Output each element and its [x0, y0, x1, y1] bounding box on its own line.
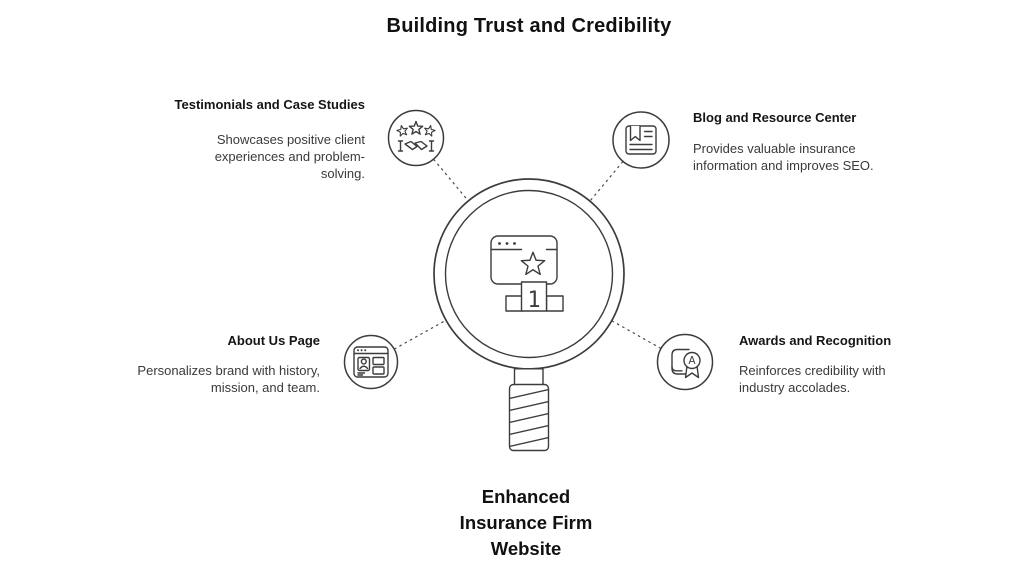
node-blog-title: Blog and Resource Center [693, 110, 857, 125]
node-awards: Awards and Recognition Reinforces credib… [739, 333, 907, 396]
connector-line-top-left [433, 158, 469, 202]
diagram-title: Building Trust and Credibility [386, 15, 672, 37]
node-testimonials: Testimonials and Case Studies Showcases … [105, 97, 365, 182]
book-award-badge-icon: A [656, 333, 714, 391]
node-about-us-description: Personalizes brand with history, mission… [137, 363, 320, 395]
node-blog: Blog and Resource Center Provides valuab… [693, 110, 883, 174]
node-about-us: About Us Page Personalizes brand with hi… [60, 333, 320, 396]
bookmark-article-icon [612, 111, 670, 169]
podium-number: 1 [527, 288, 540, 313]
node-testimonials-description: Showcases positive client experiences an… [214, 132, 365, 181]
award-badge-letter: A [688, 355, 696, 367]
stars-handshake-icon [387, 109, 445, 167]
center-label: Enhanced Insurance Firm Website [460, 484, 593, 562]
node-about-us-title: About Us Page [227, 333, 320, 348]
connector-line-bottom-left [393, 319, 447, 350]
profile-webpage-icon [343, 334, 399, 390]
center-label-line: Enhanced [481, 486, 571, 507]
handle-hatching [509, 388, 549, 448]
node-awards-description: Reinforces credibility with industry acc… [739, 363, 886, 395]
connector-line-top-right [589, 161, 624, 202]
center-label-line: Website [490, 538, 562, 559]
center-label-line: Insurance Firm [459, 512, 593, 533]
node-awards-title: Awards and Recognition [739, 333, 892, 348]
connector-line-bottom-right [611, 320, 662, 350]
node-testimonials-title: Testimonials and Case Studies [174, 97, 365, 112]
node-blog-description: Provides valuable insurance information … [693, 141, 874, 173]
magnifier-website-ranking-icon: 1 [433, 178, 625, 452]
